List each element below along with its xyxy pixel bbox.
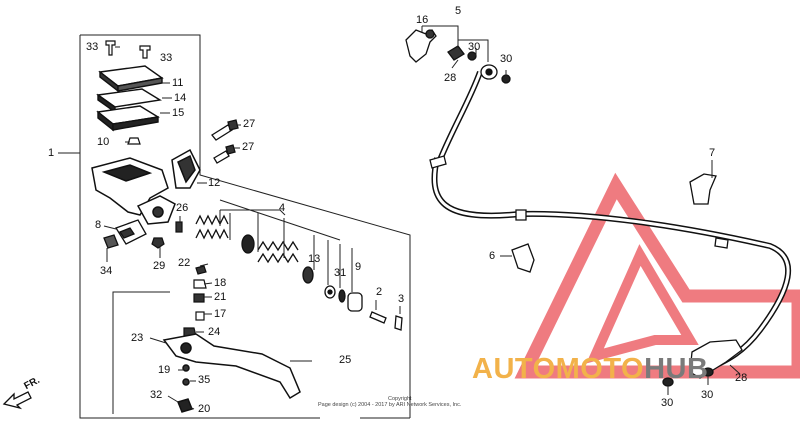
cable-end-parts xyxy=(405,29,743,387)
callout-30a: 30 xyxy=(468,41,481,53)
callout-31: 31 xyxy=(334,267,347,279)
callout-29: 29 xyxy=(153,260,166,272)
callout-6: 6 xyxy=(489,250,496,262)
callout-33b: 33 xyxy=(160,52,173,64)
callout-27a: 27 xyxy=(243,118,256,130)
small-hardware xyxy=(151,221,207,337)
callout-27b: 27 xyxy=(242,141,255,153)
callout-11: 11 xyxy=(172,77,184,89)
callout-24: 24 xyxy=(208,326,221,338)
callout-15: 15 xyxy=(172,107,185,119)
callout-35: 35 xyxy=(198,374,211,386)
callout-10: 10 xyxy=(97,136,110,148)
callout-5: 5 xyxy=(455,5,462,17)
callout-18: 18 xyxy=(214,277,227,289)
callout-32: 32 xyxy=(150,389,163,401)
callout-1: 1 xyxy=(48,147,55,159)
reservoir-parts xyxy=(96,65,164,132)
callout-16: 16 xyxy=(416,14,429,26)
callout-30d: 30 xyxy=(701,389,714,401)
watermark-logo-text: AUTOMOTOHUB xyxy=(472,354,708,384)
callout-30c: 30 xyxy=(661,397,674,409)
callout-9: 9 xyxy=(355,261,362,273)
leader-lines xyxy=(103,46,401,410)
switch-8 xyxy=(103,219,147,249)
callout-7: 7 xyxy=(709,147,716,159)
callout-4: 4 xyxy=(279,202,286,214)
copyright-line-1: Copyright xyxy=(388,396,412,402)
callout-22: 22 xyxy=(178,257,191,269)
callout-14: 14 xyxy=(174,92,187,104)
callout-8: 8 xyxy=(95,219,102,231)
watermark-text-part2: HUB xyxy=(644,353,709,385)
callout-34: 34 xyxy=(100,265,113,277)
fr-arrow-icon xyxy=(2,391,32,410)
assembly-outline xyxy=(58,34,411,419)
screws-33 xyxy=(105,40,151,59)
callout-21: 21 xyxy=(214,291,227,303)
callout-30b: 30 xyxy=(500,53,513,65)
screw-10 xyxy=(127,137,141,145)
callout-12: 12 xyxy=(208,177,221,189)
callout-28b: 28 xyxy=(735,372,748,384)
master-cylinder-body xyxy=(91,148,201,225)
callout-2: 2 xyxy=(376,286,383,298)
callout-17: 17 xyxy=(214,308,227,320)
callout-28a: 28 xyxy=(444,72,457,84)
callout-25: 25 xyxy=(339,354,352,366)
copyright-notice: Copyright Page design (c) 2004 - 2017 by… xyxy=(318,396,461,408)
watermark-text-part1: AUTOMOTO xyxy=(472,353,645,385)
callout-33a: 33 xyxy=(86,41,99,53)
bolts-27 xyxy=(211,119,239,164)
callout-19: 19 xyxy=(158,364,171,376)
piston-assembly xyxy=(195,214,403,331)
callout-20: 20 xyxy=(198,403,211,415)
clutch-lever-25 xyxy=(162,333,301,413)
callout-26: 26 xyxy=(176,202,189,214)
clutch-cable xyxy=(429,70,791,375)
right-leader-lines xyxy=(421,25,741,395)
callout-13: 13 xyxy=(308,253,321,265)
copyright-line-2: Page design (c) 2004 - 2017 by ARI Netwo… xyxy=(318,402,462,408)
callout-3: 3 xyxy=(398,293,405,305)
callout-23: 23 xyxy=(131,332,144,344)
